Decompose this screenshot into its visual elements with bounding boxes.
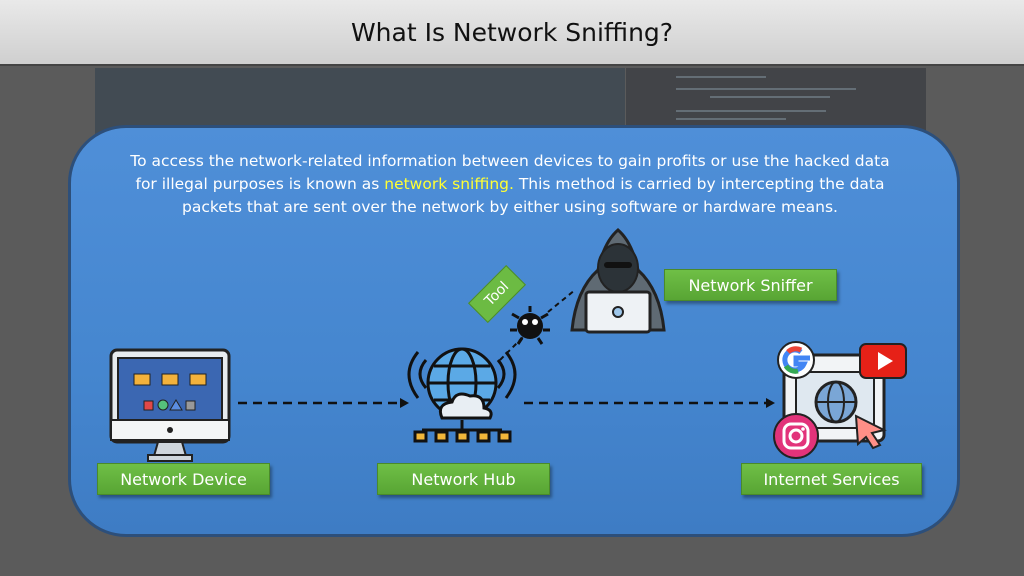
network-hub-globe-icon [407,347,517,443]
arrowhead [400,398,409,408]
highlight-term: network sniffing. [384,175,514,193]
instagram-icon [773,413,819,459]
arrowhead [766,398,775,408]
virus-bug-icon [510,306,550,345]
sniff-link [499,289,576,361]
internet-services-label: Internet Services [741,463,922,495]
desktop-computer-icon [109,348,231,462]
code-line [676,118,786,120]
network-sniffer-label: Network Sniffer [664,269,837,301]
code-line [710,96,830,98]
code-line [676,88,856,90]
description-part: This method is carried by intercepting t… [182,175,885,216]
description-text: To access the network-related informatio… [120,150,900,219]
title-bar: What Is Network Sniffing? [0,0,1024,66]
code-line [676,110,826,112]
network-hub-label: Network Hub [377,463,550,495]
code-line [676,76,766,78]
network-device-label: Network Device [97,463,270,495]
hacker-laptop-icon [570,228,666,334]
google-icon [777,341,815,379]
youtube-icon [859,343,907,379]
page-title: What Is Network Sniffing? [350,17,674,47]
description-part: To access the network-related informatio… [130,152,890,193]
internet-browser-icon [782,353,887,450]
